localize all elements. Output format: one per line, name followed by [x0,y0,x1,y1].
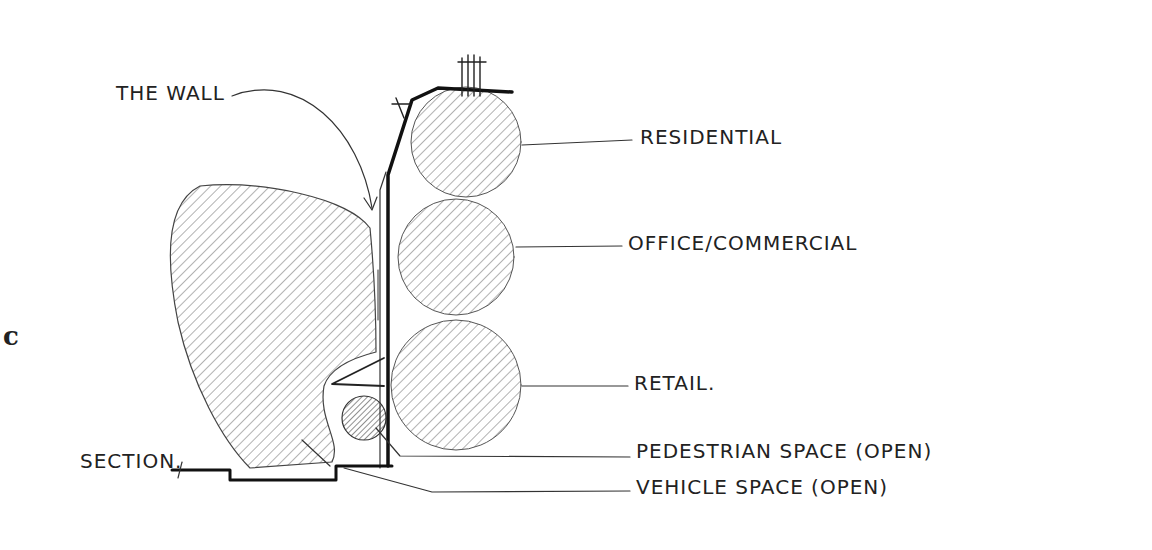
leader-line [344,468,630,492]
leader-line [522,140,632,145]
canopy [332,358,384,386]
use-label: RETAIL. [634,372,715,394]
retail-circle [391,320,521,450]
ground-line [172,466,392,480]
roof-marks [392,55,486,118]
space-label: VEHICLE SPACE (OPEN) [636,476,888,498]
wall-inner-line [380,172,386,468]
section-label: SECTION. [80,450,182,472]
leader-line [302,440,330,466]
cropped-letter: c [3,322,19,351]
use-label: RESIDENTIAL [640,126,782,148]
space-label: PEDESTRIAN SPACE (OPEN) [636,440,932,462]
wall-tick [378,270,379,320]
residential-circle [411,87,521,197]
leader-line [522,385,628,386]
office-circle [398,199,514,315]
leader-line [232,90,372,208]
wall-line [388,88,512,466]
leader-line [516,246,622,247]
leader-arrowhead [364,197,377,210]
use-label: OFFICE/COMMERCIAL [628,232,857,254]
wall-label: THE WALL [116,82,225,104]
leader-line [376,428,630,457]
